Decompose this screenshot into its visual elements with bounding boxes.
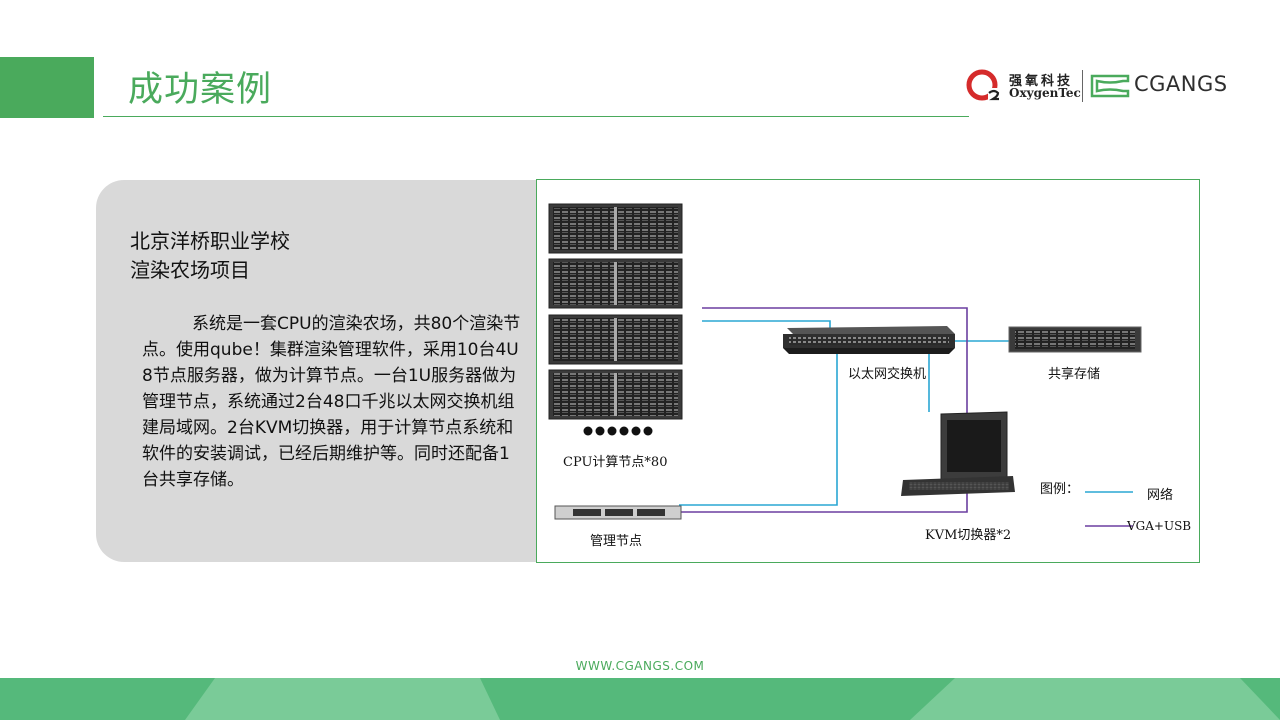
shared-storage — [1008, 326, 1142, 353]
switch-label: 以太网交换机 — [848, 367, 927, 382]
server-4u — [548, 314, 683, 365]
ethernet-switch — [783, 326, 955, 354]
oxygentec-logo-icon — [966, 69, 1002, 104]
network-diagram: CPU计算节点*80 管理节点 以太网交换机 共享存储 KVM切换器*2 图例：… — [536, 179, 1200, 563]
legend-title: 图例： — [1040, 482, 1080, 497]
title-accent-block — [0, 57, 94, 118]
server-4u — [548, 203, 683, 254]
oxygentec-logo-en: OxygenTec — [1009, 86, 1081, 100]
management-server — [554, 505, 682, 520]
kvm-label: KVM切换器*2 — [925, 528, 1012, 543]
brand-logos: 强氧科技 OxygenTec CGANGS — [966, 66, 1227, 106]
case-card — [96, 180, 576, 562]
case-description: 系统是一套CPU的渲染农场，共80个渲染节点。使用qube！集群渲染管理软件，采… — [142, 314, 521, 490]
logo-separator — [1082, 70, 1083, 102]
cpu-node-servers — [548, 203, 683, 420]
management-node-label: 管理节点 — [590, 534, 643, 549]
cgangs-logo-icon — [1090, 74, 1130, 98]
more-nodes-dots — [583, 426, 653, 436]
server-4u — [548, 258, 683, 309]
oxygentec-logo-cn: 强氧科技 — [1009, 74, 1074, 89]
vga-usb-links — [679, 307, 968, 513]
diagram-canvas — [548, 203, 1142, 527]
page-title: 成功案例 — [128, 70, 273, 110]
footer-website-url: WWW.CGANGS.COM — [575, 659, 705, 673]
case-school-name: 北京洋桥职业学校 — [130, 229, 290, 253]
footer-band — [0, 678, 1280, 720]
legend-network-label: 网络 — [1147, 488, 1174, 503]
cgangs-logo-text: CGANGS — [1134, 72, 1228, 96]
title-divider — [103, 116, 969, 117]
legend-vga-usb-label: VGA+USB — [1127, 519, 1192, 533]
kvm-switch — [901, 411, 1015, 496]
cpu-nodes-label: CPU计算节点*80 — [563, 455, 668, 470]
case-project-name: 渲染农场项目 — [130, 258, 250, 282]
storage-label: 共享存储 — [1048, 367, 1101, 382]
server-4u — [548, 369, 683, 420]
